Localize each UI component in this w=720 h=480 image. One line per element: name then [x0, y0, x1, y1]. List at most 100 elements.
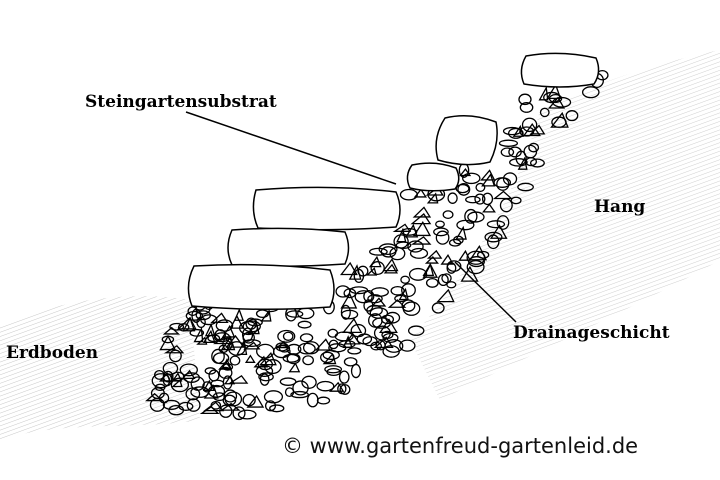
gravel-stone	[462, 172, 481, 185]
gravel-stone	[399, 339, 416, 352]
gravel-stone	[412, 221, 432, 237]
gravel-stone	[286, 353, 301, 365]
gravel-stone	[350, 323, 367, 338]
gravel-stone	[327, 328, 339, 338]
gravel-stone	[502, 126, 522, 136]
gravel-stone	[390, 285, 405, 296]
gravel-stone	[154, 369, 165, 380]
gravel-stone	[269, 404, 285, 413]
gravel-stone	[486, 234, 500, 250]
gravel-stone	[401, 283, 416, 298]
gravel-stone	[162, 361, 179, 376]
gravel-stone	[161, 335, 175, 344]
gravel-stone	[481, 192, 494, 206]
gravel-stone	[362, 336, 378, 347]
gravel-stone	[223, 389, 238, 403]
gravel-stone	[405, 223, 419, 238]
gravel-stone	[435, 230, 450, 245]
gravel-stone	[522, 123, 541, 137]
gravel-stone	[288, 362, 301, 373]
slope-shading	[410, 50, 720, 400]
gravel-stone	[426, 192, 439, 204]
gravel-stone	[348, 264, 362, 280]
gravel-stone	[493, 177, 512, 188]
watermark: © www.gartenfreud-gartenleid.de	[282, 434, 639, 458]
gravel-stone	[256, 343, 275, 359]
gravel-stone	[365, 267, 378, 276]
gravel-stone	[510, 196, 522, 205]
gravel-stone	[413, 188, 427, 198]
gravel-stone	[213, 336, 234, 345]
gravel-stone	[320, 351, 335, 364]
gravel-stone	[475, 182, 486, 192]
stone-slab	[227, 227, 350, 268]
label-slope: Hang	[594, 197, 646, 217]
gravel-stone	[369, 307, 389, 319]
gravel-stone	[402, 301, 421, 316]
gravel-stone	[228, 341, 246, 356]
gravel-stone	[340, 292, 358, 309]
gravel-stone	[370, 341, 383, 351]
gravel-stone	[196, 336, 208, 345]
gravel-stone	[512, 124, 524, 137]
gravel-stone	[242, 331, 255, 344]
gravel-stone	[335, 285, 351, 298]
gravel-stone	[253, 355, 269, 368]
gravel-stone	[219, 402, 241, 411]
gravel-stone	[340, 309, 359, 320]
substrate-leader-line	[185, 111, 397, 185]
gravel-stone	[436, 288, 455, 303]
gravel-stone	[407, 325, 425, 336]
gravel-stone	[233, 308, 245, 321]
gravel-stone	[258, 372, 274, 382]
gravel-stone	[297, 342, 316, 355]
gravel-stone	[278, 344, 291, 353]
gravel-stone	[354, 290, 373, 304]
gravel-stone	[460, 265, 479, 282]
gravel-stone	[350, 363, 362, 379]
gravel-stone	[484, 231, 503, 243]
gravel-stone	[496, 215, 510, 230]
gravel-stone	[342, 317, 363, 333]
gravel-stone	[539, 107, 550, 118]
gravel-stone	[245, 317, 258, 330]
gravel-stone	[378, 318, 398, 333]
gravel-stone	[407, 240, 424, 253]
gravel-stone	[171, 372, 183, 382]
gravel-stone	[260, 309, 272, 322]
gravel-stone	[259, 373, 270, 386]
gravel-stone	[455, 183, 470, 194]
gravel-stone	[437, 273, 449, 286]
gravel-stone	[382, 345, 400, 358]
gravel-stone	[464, 208, 478, 224]
gravel-stone	[210, 312, 229, 324]
gravel-stone	[229, 314, 245, 329]
gravel-stone	[435, 220, 445, 228]
gravel-stone	[433, 227, 449, 237]
gravel-stone	[410, 236, 432, 245]
gravel-stone	[339, 261, 358, 276]
gravel-stone	[169, 349, 182, 363]
gravel-stone	[551, 116, 567, 128]
gravel-stone	[316, 396, 331, 405]
gravel-stone	[528, 142, 540, 153]
gravel-stone	[395, 241, 412, 250]
gravel-stone	[232, 406, 246, 421]
gravel-stone	[258, 351, 277, 366]
gravel-stone	[343, 332, 361, 345]
gravel-stone	[185, 310, 204, 321]
gravel-stone	[508, 146, 522, 158]
gravel-stone	[246, 394, 265, 408]
gravel-stone	[339, 384, 351, 395]
gravel-stone	[183, 372, 200, 383]
gravel-stone	[378, 243, 398, 256]
gravel-stone	[521, 117, 538, 133]
gravel-stone	[243, 341, 261, 350]
gravel-stone	[498, 139, 519, 147]
gravel-stone	[244, 354, 256, 363]
gravel-stone	[322, 349, 340, 361]
gravel-stone	[343, 288, 357, 299]
gravel-stone	[455, 225, 467, 240]
gravel-stone	[370, 261, 385, 276]
